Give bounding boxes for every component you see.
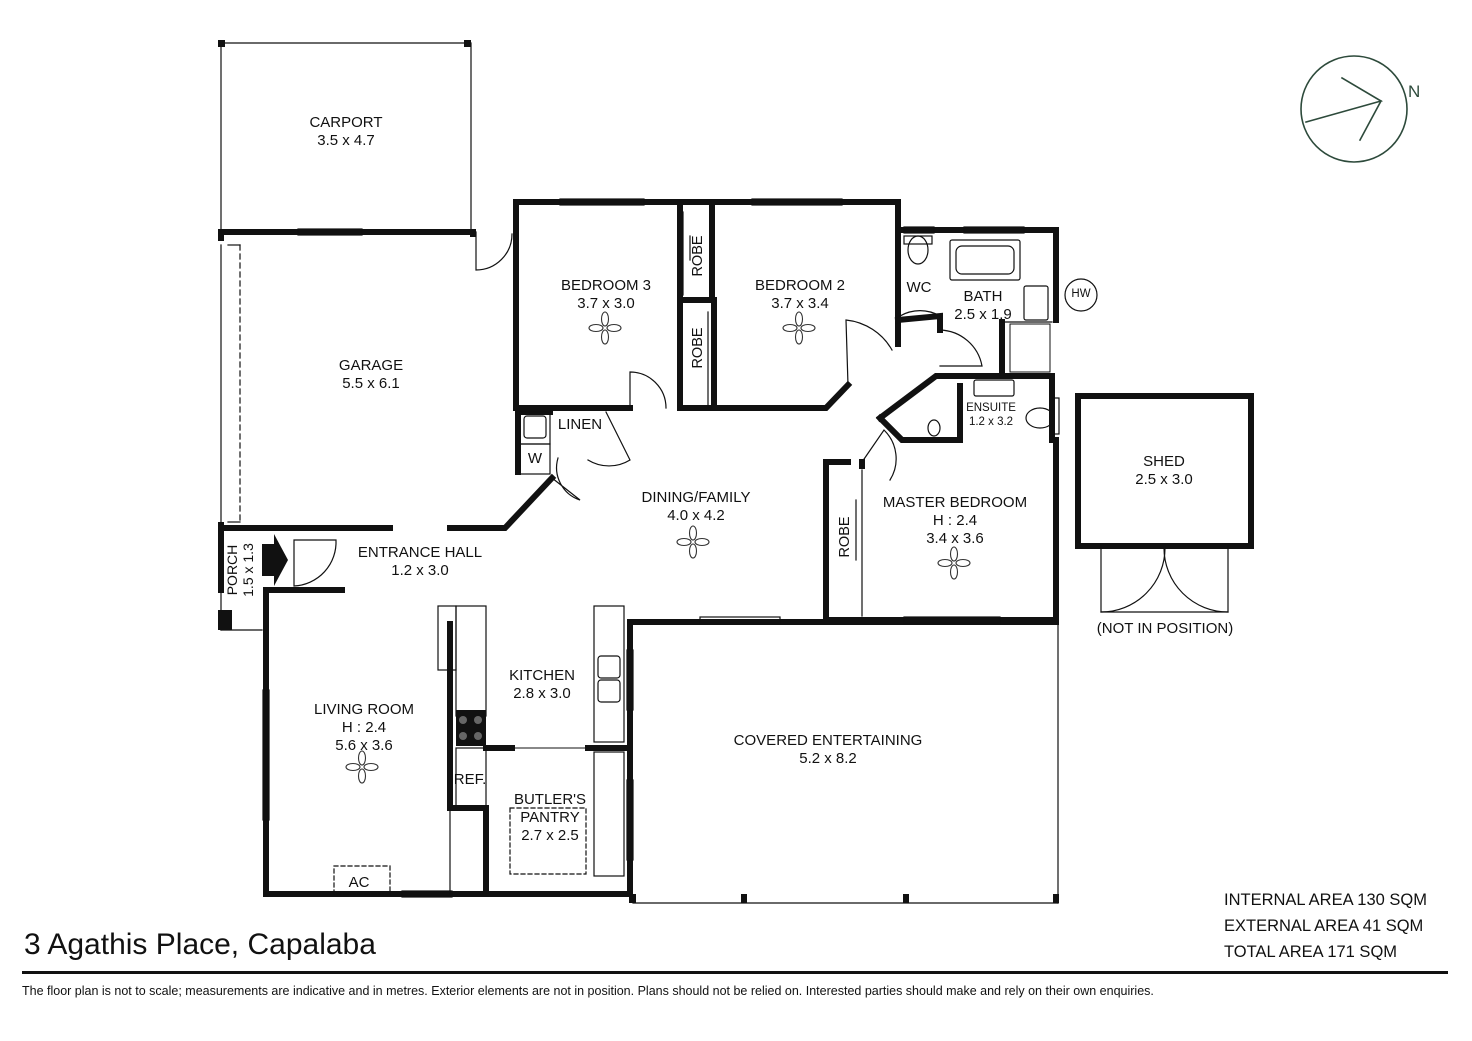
laundry-label: W [527,450,543,467]
wc-label: WC [906,279,932,296]
linen-label: LINEN [557,416,603,433]
windows [262,198,1060,898]
north-label: N [1408,82,1421,101]
sink-icons [523,235,1055,703]
property-address: 3 Agathis Place, Capalaba [24,928,376,961]
robe-label-bedroom-2: ROBE [690,327,706,369]
total-area: TOTAL AREA 171 SQM [1224,943,1398,961]
robe-label-bedroom-3: ROBE [690,235,706,277]
disclaimer-text: The floor plan is not to scale; measurem… [22,984,1154,998]
cooktop-icon [456,710,486,746]
robe-lines [682,211,863,617]
ceiling-fan-icons [345,311,971,784]
divider [22,971,1448,974]
refrigerator-label: REF. [453,771,487,788]
hot-water-label: HW [1071,288,1091,300]
robe-label-master: ROBE [837,516,853,558]
area-summary: INTERNAL AREA 130 SQM EXTERNAL AREA 41 S… [1224,887,1427,965]
porch-outline [218,589,263,631]
north-compass-icon [1300,55,1408,163]
hot-water-icon [1064,278,1098,312]
entry-arrow-icon [262,534,288,586]
internal-area: INTERNAL AREA 130 SQM [1224,891,1427,909]
carport-outline [220,42,472,233]
shed-note: (NOT IN POSITION) [1096,620,1234,637]
air-conditioner-label: AC [348,874,370,891]
cabinetry [333,411,625,895]
external-area: EXTERNAL AREA 41 SQM [1224,917,1424,935]
garage-outline [220,244,241,523]
covered-entertaining-outline [632,621,1059,904]
doors [293,231,983,587]
shed-outline [1075,393,1254,613]
